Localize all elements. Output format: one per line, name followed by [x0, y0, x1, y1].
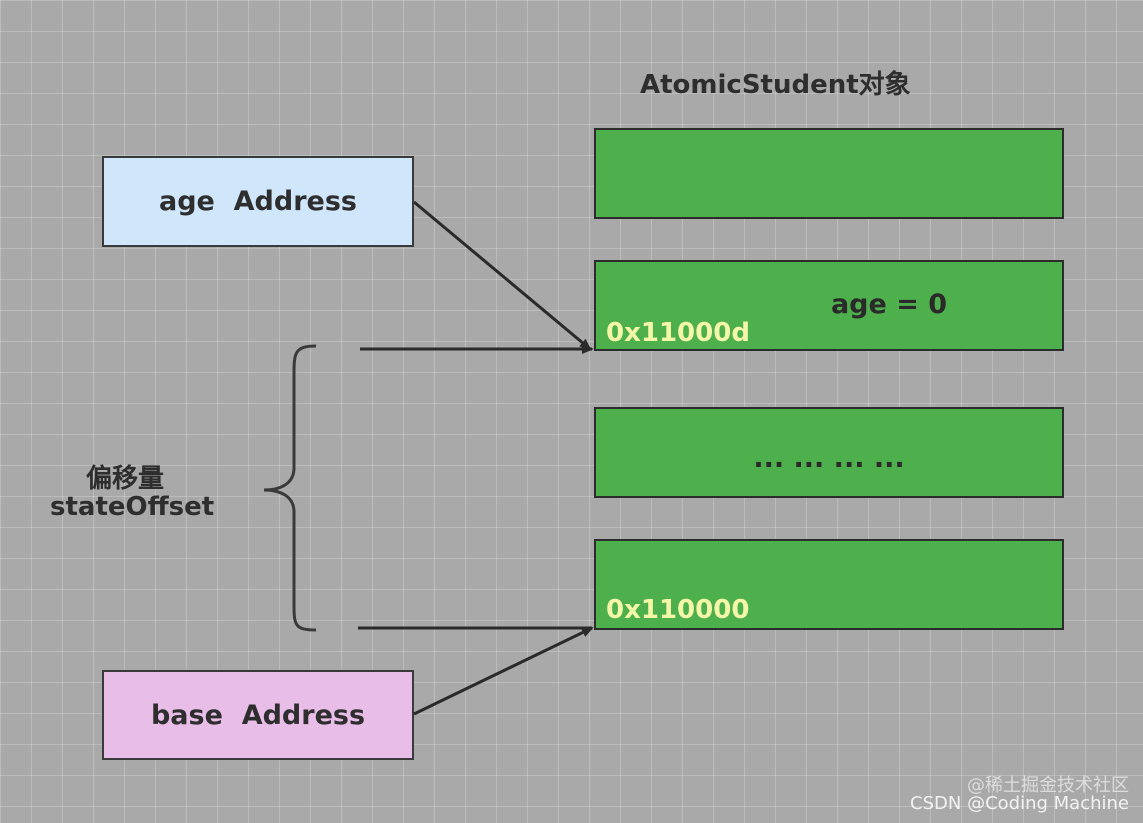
object-title: AtomicStudent对象	[640, 70, 911, 100]
offset-label-en: stateOffset	[50, 492, 215, 522]
base-address-arrow	[413, 626, 594, 716]
object-field-age: age = 0 0x11000d	[594, 260, 1064, 351]
offset-brace	[263, 344, 317, 632]
object-field-ellipsis: ... ... ... ...	[594, 407, 1064, 498]
base-address-label: base Address	[150, 699, 366, 731]
age-address-label: age Address	[159, 186, 357, 217]
offset-label-cn: 偏移量	[86, 464, 165, 494]
age-field-address: 0x11000d	[606, 318, 750, 348]
age-address-box: age Address	[102, 156, 414, 247]
base-field-address: 0x110000	[606, 595, 750, 625]
age-field-value: age = 0	[830, 289, 948, 320]
watermark: @稀土掘金技术社区 CSDN @Coding Machine	[910, 777, 1129, 813]
base-address-box: base Address	[102, 670, 414, 760]
age-address-arrow	[413, 200, 592, 351]
watermark-line2: CSDN @Coding Machine	[910, 793, 1129, 814]
object-field-1	[594, 128, 1064, 219]
ellipsis-field-text: ... ... ... ...	[753, 443, 905, 474]
object-field-base: 0x110000	[594, 539, 1064, 630]
watermark-line1: @稀土掘金技术社区	[967, 775, 1129, 796]
